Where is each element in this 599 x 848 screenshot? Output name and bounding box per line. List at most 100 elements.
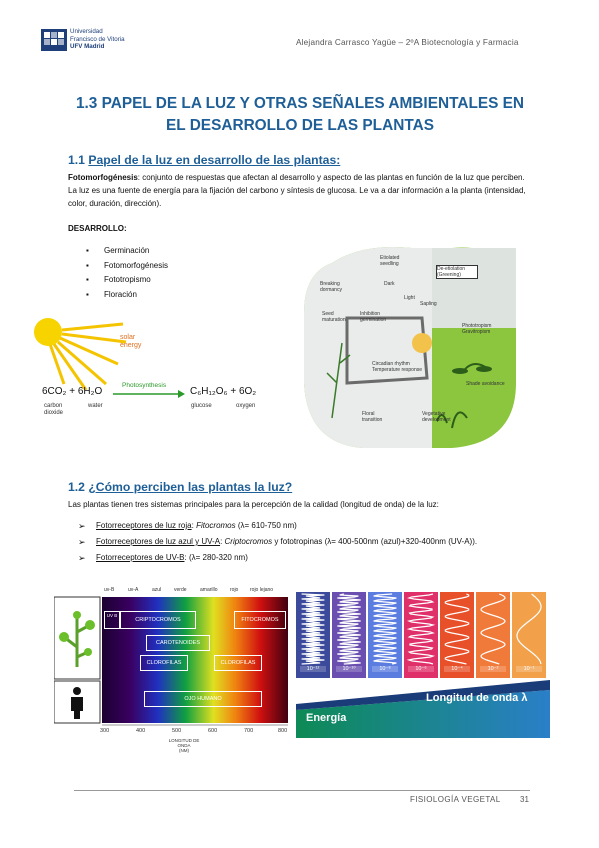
tick-800: 800 bbox=[278, 728, 288, 734]
item-tail: (λ= 280-320 nm) bbox=[188, 553, 248, 562]
sun-rays-icon bbox=[34, 318, 185, 398]
dark-label: Dark bbox=[384, 281, 395, 287]
item-italic: Criptocromos bbox=[224, 537, 273, 546]
band-label-verde: verde bbox=[174, 587, 187, 593]
photoreceptor-list: Fotorreceptores de luz roja: Fitocromos … bbox=[78, 520, 551, 568]
wave-label: 10⁻⁴ bbox=[444, 666, 470, 672]
floral-transition-label: Floral transition bbox=[362, 411, 383, 423]
solar-label: solar bbox=[120, 334, 136, 341]
box-criptocromos: CRIPTOCROMOS bbox=[120, 611, 196, 629]
section-1-title: Papel de la luz en desarrollo de las pla… bbox=[88, 153, 341, 167]
section-2-title: ¿Cómo perciben las plantas la luz? bbox=[88, 480, 293, 494]
tick-600: 600 bbox=[208, 728, 218, 734]
list-item: Floración bbox=[104, 288, 168, 303]
etiolated-seedling-label: Etiolated seedling bbox=[380, 255, 400, 267]
glucose-label: glucose bbox=[191, 403, 212, 409]
sapling-label: Sapling bbox=[420, 301, 437, 307]
box-clorofilas-blue: CLOROFILAS bbox=[140, 655, 188, 671]
footer-subject: FISIOLOGÍA VEGETAL bbox=[410, 795, 501, 804]
absorption-spectrum-figure: uv-B uv-A azul verde amarillo rojo rojo … bbox=[54, 587, 294, 762]
wave-line bbox=[301, 593, 325, 665]
wave-label: 10⁻² bbox=[480, 666, 506, 672]
axis-label: LONGITUD DE ONDA bbox=[168, 738, 200, 748]
wave-label: 10⁻¹² bbox=[300, 666, 326, 672]
wave-line bbox=[480, 593, 506, 665]
wave-label: 10⁻⁸ bbox=[372, 666, 398, 672]
list-item: Fotomorfogénesis bbox=[104, 259, 168, 274]
list-item: Fotorreceptores de UV-B: (λ= 280-320 nm) bbox=[78, 552, 551, 564]
item-label: Fotorreceptores de UV-B bbox=[96, 553, 185, 562]
item-italic: Fitocromos bbox=[196, 521, 236, 530]
section-1-number: 1.1 bbox=[68, 153, 85, 167]
development-list: Germinación Fotomorfogénesis Fototropism… bbox=[104, 244, 168, 302]
term-fotomorfogenesis: Fotomorfogénesis bbox=[68, 173, 138, 182]
wave-line bbox=[373, 593, 397, 665]
dioxide-label: dioxide bbox=[44, 410, 64, 416]
item-tail: (λ= 610-750 nm) bbox=[235, 521, 297, 530]
definition-text: : conjunto de respuestas que afectan al … bbox=[68, 173, 526, 208]
item-tail: y fototropinas (λ= 400-500nm (azul)+320-… bbox=[272, 537, 478, 546]
products: C₆H₁₂O₆ + 6O₂ bbox=[190, 386, 257, 397]
item-sep: : bbox=[191, 521, 197, 530]
band-label-uva: uv-A bbox=[128, 587, 139, 593]
page-title: 1.3 PAPEL DE LA LUZ Y OTRAS SEÑALES AMBI… bbox=[60, 93, 540, 137]
section-2-heading: 1.2 ¿Cómo perciben las plantas la luz? bbox=[68, 480, 292, 494]
water-label: water bbox=[88, 403, 103, 409]
list-item: Fototropismo bbox=[104, 273, 168, 288]
header-author: Alejandra Carrasco Yagüe – 2ºA Biotecnol… bbox=[296, 38, 519, 47]
footer-divider bbox=[74, 790, 530, 791]
logo-text: Universidad Francisco de Vitoria UFV Mad… bbox=[70, 28, 125, 51]
wave-line bbox=[444, 593, 470, 665]
title-line-2: EL DESARROLLO DE LAS PLANTAS bbox=[166, 117, 434, 134]
spectrum-graphic-icon bbox=[54, 596, 288, 726]
box-clorofilas-red: CLOROFILAS bbox=[214, 655, 262, 671]
box-fitocromos: FITOCROMOS bbox=[234, 611, 286, 629]
de-etiolation-label: De-etiolation (Greening) bbox=[436, 265, 478, 279]
axis-unit: (NM) bbox=[179, 748, 189, 753]
list-item: Fotorreceptores de luz azul y UV-A: Crip… bbox=[78, 536, 551, 548]
logo-emblem-icon bbox=[44, 32, 64, 45]
section-2-intro: Las plantas tienen tres sistemas princip… bbox=[68, 500, 439, 509]
tick-700: 700 bbox=[244, 728, 254, 734]
page-number: 31 bbox=[520, 795, 529, 804]
wave-line bbox=[406, 593, 436, 665]
light-signal-cycle-diagram: Etiolated seedling De-etiolation (Greeni… bbox=[302, 243, 520, 451]
band-label-amarillo: amarillo bbox=[200, 587, 218, 593]
reactants: 6CO₂ + 6H₂O bbox=[42, 386, 103, 397]
wave-label: 10⁻⁶ bbox=[408, 666, 434, 672]
breaking-dormancy-label: Breaking dormancy bbox=[320, 281, 342, 293]
logo-line-3: UFV Madrid bbox=[70, 43, 105, 50]
wavelength-energy-figure: Longitud de onda λ Energía 10⁻¹² 10⁻¹⁰ 10⁻… bbox=[296, 592, 550, 738]
tick-500: 500 bbox=[172, 728, 182, 734]
light-label: Light bbox=[404, 295, 415, 301]
title-line-1: 1.3 PAPEL DE LA LUZ Y OTRAS SEÑALES AMBI… bbox=[75, 95, 525, 112]
university-logo bbox=[41, 29, 67, 51]
seed-maturation-label: Seed maturation bbox=[322, 311, 346, 323]
photosynthesis-figure: solar energy 6CO₂ + 6H₂O Photosynthesis … bbox=[28, 312, 298, 430]
shade-avoidance-label: Shade avoidance bbox=[466, 381, 505, 387]
oxygen-label: oxygen bbox=[236, 403, 256, 409]
band-label-uvb: uv-B bbox=[104, 587, 115, 593]
item-sep: : bbox=[220, 537, 225, 546]
item-sep: : bbox=[184, 553, 189, 562]
desarrollo-label: DESARROLLO: bbox=[68, 224, 127, 233]
wave-label: 10⁻¹⁰ bbox=[336, 666, 362, 672]
wavelength-title: Longitud de onda λ bbox=[426, 692, 528, 704]
inhibition-germination-label: Inhibition germination bbox=[360, 311, 387, 323]
circadian-rhythm-label: Circadian rhythm Temperature response bbox=[372, 361, 423, 373]
energy-label: energy bbox=[120, 342, 142, 349]
section-1-heading: 1.1 Papel de la luz en desarrollo de las… bbox=[68, 153, 340, 167]
energy-label: Energía bbox=[306, 712, 347, 724]
item-label: Fotorreceptores de luz azul y UV-A bbox=[96, 537, 221, 546]
logo-line-2: Francisco de Vitoria bbox=[70, 35, 125, 43]
vegetative-development-label: Vegetative development bbox=[422, 411, 451, 423]
section-1-paragraph: Fotomorfogénesis: conjunto de respuestas… bbox=[68, 171, 531, 210]
box-ojo-humano: OJO HUMANO bbox=[144, 691, 262, 707]
item-label: Fotorreceptores de luz roja bbox=[96, 521, 192, 530]
section-2-number: 1.2 bbox=[68, 480, 85, 494]
phototropism-label: Phototropism Gravitropism bbox=[462, 323, 492, 335]
band-label-rojo-lejano: rojo lejano bbox=[250, 587, 274, 593]
logo-line-1: Universidad bbox=[70, 28, 103, 35]
tick-300: 300 bbox=[100, 728, 110, 734]
wave-panel bbox=[476, 592, 510, 678]
